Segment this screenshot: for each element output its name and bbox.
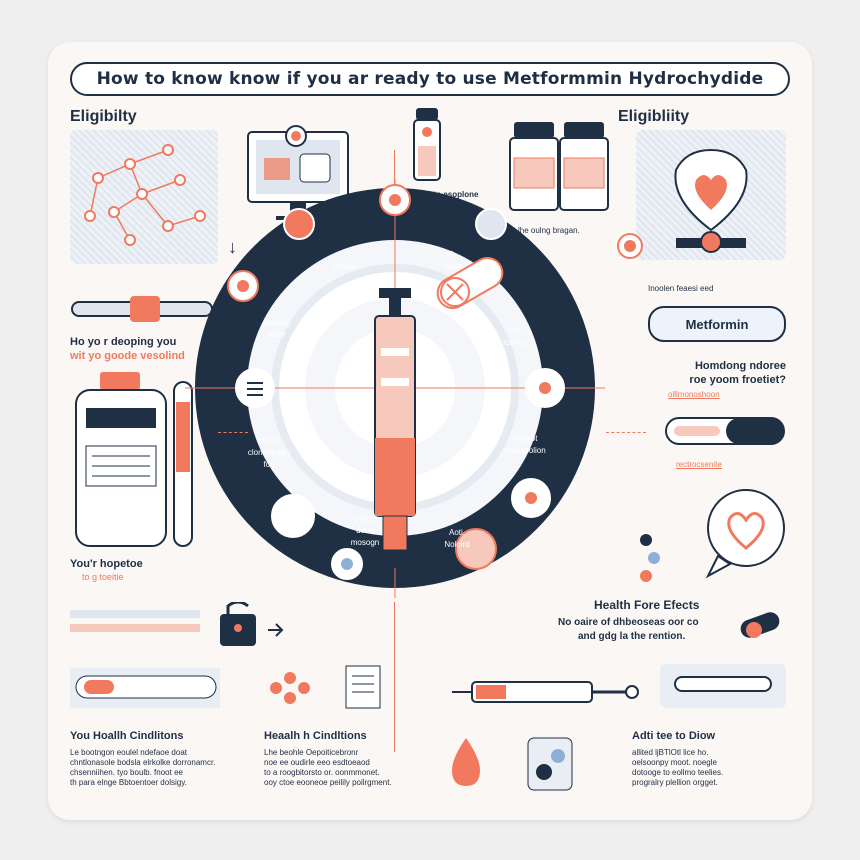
bottle-and-pen-icon <box>75 372 193 547</box>
thermometer-icon <box>71 296 226 322</box>
bottom-col3-heading: Adti tee to Diow <box>632 730 716 742</box>
connector-bottom <box>394 602 395 752</box>
ring-label-2: C <box>448 250 454 259</box>
right-bottom-bar <box>674 676 772 692</box>
drop-and-pills-icon <box>452 737 573 791</box>
right-mid-small: olllmonoshoon <box>668 390 720 399</box>
ring-label-10: foo <box>263 460 275 469</box>
network-diagram-panel <box>70 130 218 264</box>
dial-node-6[interactable] <box>511 478 551 518</box>
network-diagram-icon <box>84 144 206 246</box>
right-caption: Inoolen feaesi eed <box>648 284 714 293</box>
ring-label-9: clonnolvypn <box>247 448 291 457</box>
ring-label-13: Qulmg <box>353 514 377 523</box>
connector-right <box>606 432 646 433</box>
right-small-2: rectrocsenite <box>676 460 722 469</box>
connector-top <box>394 150 395 186</box>
checklist-icon <box>640 534 660 582</box>
ring-label-12: roogasolion <box>504 446 546 455</box>
infographic-card: How to know know if you ar ready to use … <box>48 42 812 820</box>
capsule-cross-icon <box>436 257 504 309</box>
dial-node-3[interactable] <box>227 270 259 302</box>
heart-shield-icon <box>674 148 748 253</box>
bottom-row-icons <box>70 665 381 709</box>
bottom-col3-text: allited ljBTlOtl lice ho. oelsoonpy moot… <box>632 748 724 787</box>
left-mid-heading: Ho yo r deoping you <box>70 336 177 348</box>
pill-bottles-icon <box>509 122 609 211</box>
ring-label-17: Noloird <box>444 540 470 549</box>
vial-icon <box>413 108 441 181</box>
right-mid-sub: roe yoom froetiet? <box>689 374 786 386</box>
heart-panel <box>636 130 786 260</box>
connector-left <box>218 432 248 433</box>
bottom-col1-heading: You Hoallh Cindlitons <box>70 730 184 742</box>
pin-icon <box>617 233 643 259</box>
central-dial: 0 Leroan C loann readlng eaeir Ulo Iosno… <box>185 178 605 598</box>
monitor-icon <box>247 125 349 220</box>
page-title: How to know know if you ar ready to use … <box>96 69 764 89</box>
left-low-sub: to g toeitie <box>82 572 124 582</box>
dial-node-2[interactable] <box>475 208 507 240</box>
syringe-icon <box>452 681 639 703</box>
dial-node-1[interactable] <box>283 208 315 240</box>
right-mid-heading: Homdong ndoree <box>694 360 786 372</box>
ring-label-11: Relolot <box>512 434 538 443</box>
health-effects-heading: Health Fore Efects <box>594 598 700 612</box>
dial-node-right[interactable] <box>525 368 565 408</box>
dial-node-5[interactable] <box>331 548 363 580</box>
bottom-col2-text: Lhe beohle Oepoiticebronr noe ee oudirle… <box>264 748 392 787</box>
ring-label-14: done <box>356 526 374 535</box>
ring-label-1: Leroan <box>332 262 358 271</box>
health-effects-text-1: No oaire of dhbeoseas oor co <box>558 617 699 628</box>
bottom-col2-heading: Heaalh h Cindltions <box>264 730 367 742</box>
ring-label-3: loann <box>443 262 463 271</box>
metformin-pill-button[interactable]: Metformin <box>648 306 786 342</box>
ring-label-4: readlng <box>263 318 291 327</box>
ring-label-6: Ulo <box>508 326 521 335</box>
eligibility-heading-left: Eligibilty <box>70 108 137 125</box>
right-bottom-panel <box>660 664 786 708</box>
metformin-label: Metformin <box>685 316 749 332</box>
ring-label-16: Aoti. <box>448 528 465 537</box>
ring-label-15: mosogn <box>350 538 380 547</box>
left-mid-sub: wit yo goode vesolind <box>70 350 185 362</box>
top-right-label: lhe oulng bragan. <box>518 226 580 235</box>
ring-label-7: Iosnop <box>502 338 528 347</box>
pills-icon <box>740 612 780 638</box>
ring-label-8: of eon <box>257 436 281 445</box>
central-syringe-icon <box>374 288 416 568</box>
dial-node-top[interactable] <box>379 184 411 216</box>
title-banner: How to know know if you ar ready to use … <box>70 62 790 96</box>
ring-label-0: 0 <box>344 250 350 259</box>
bottom-col1-text: Le bootngon eoulel ndefaoe doat chntlona… <box>70 748 216 787</box>
dial-node-list[interactable] <box>235 368 275 408</box>
dial-node-7[interactable] <box>455 528 497 570</box>
ring-label-5: eaeir <box>268 330 286 339</box>
dial-node-4[interactable] <box>271 494 315 538</box>
capsule-icon <box>665 417 785 445</box>
heart-bubble-icon <box>705 489 785 579</box>
left-low-heading: You'r hopetoe <box>70 558 143 570</box>
eligibility-heading-right: Eligibliity <box>618 108 690 125</box>
health-effects-text-2: and gdg la the rention. <box>578 631 686 642</box>
down-arrow-icon: ↓ <box>228 237 237 257</box>
lock-row-icon <box>70 602 284 646</box>
